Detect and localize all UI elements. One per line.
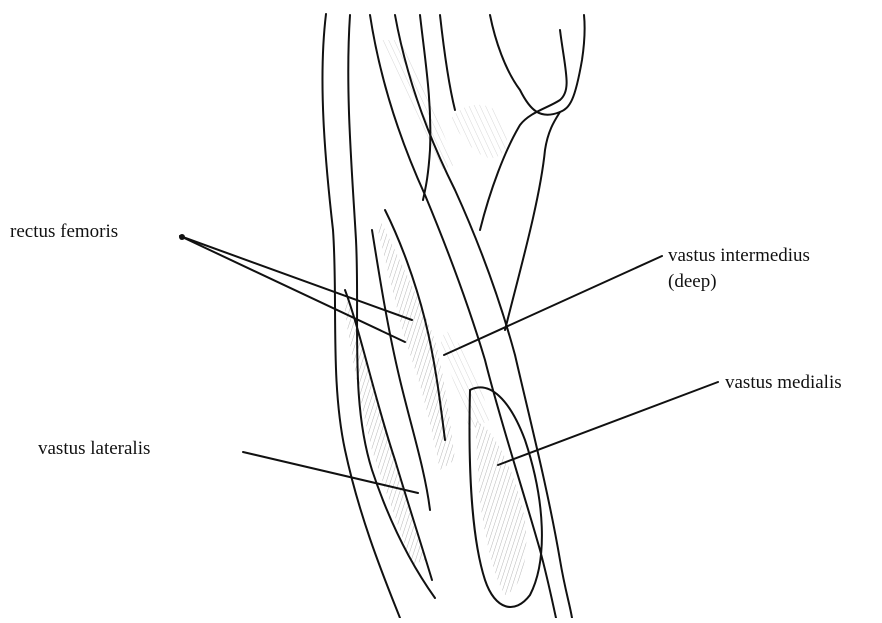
groin-contour (490, 15, 585, 115)
label-vastus-intermedius: vastus intermedius (deep) (668, 243, 810, 295)
label-vastus-lateralis: vastus lateralis (38, 436, 150, 462)
leader-origin-dot (179, 234, 185, 240)
leader-vastus-intermedius (444, 256, 662, 355)
adductor-shading (450, 105, 507, 158)
leader-rectus-femoris-1 (180, 236, 412, 320)
adductor-line-2 (440, 15, 455, 110)
groin-contour-inner (505, 112, 560, 330)
label-vastus-medialis: vastus medialis (725, 370, 842, 396)
leader-rectus-femoris-2 (180, 236, 405, 342)
label-rectus-femoris: rectus femoris (10, 219, 118, 245)
thigh-outer-lateral-contour (322, 14, 400, 618)
label-vastus-intermedius-line2: (deep) (668, 269, 810, 295)
label-vastus-intermedius-line1: vastus intermedius (668, 243, 810, 269)
